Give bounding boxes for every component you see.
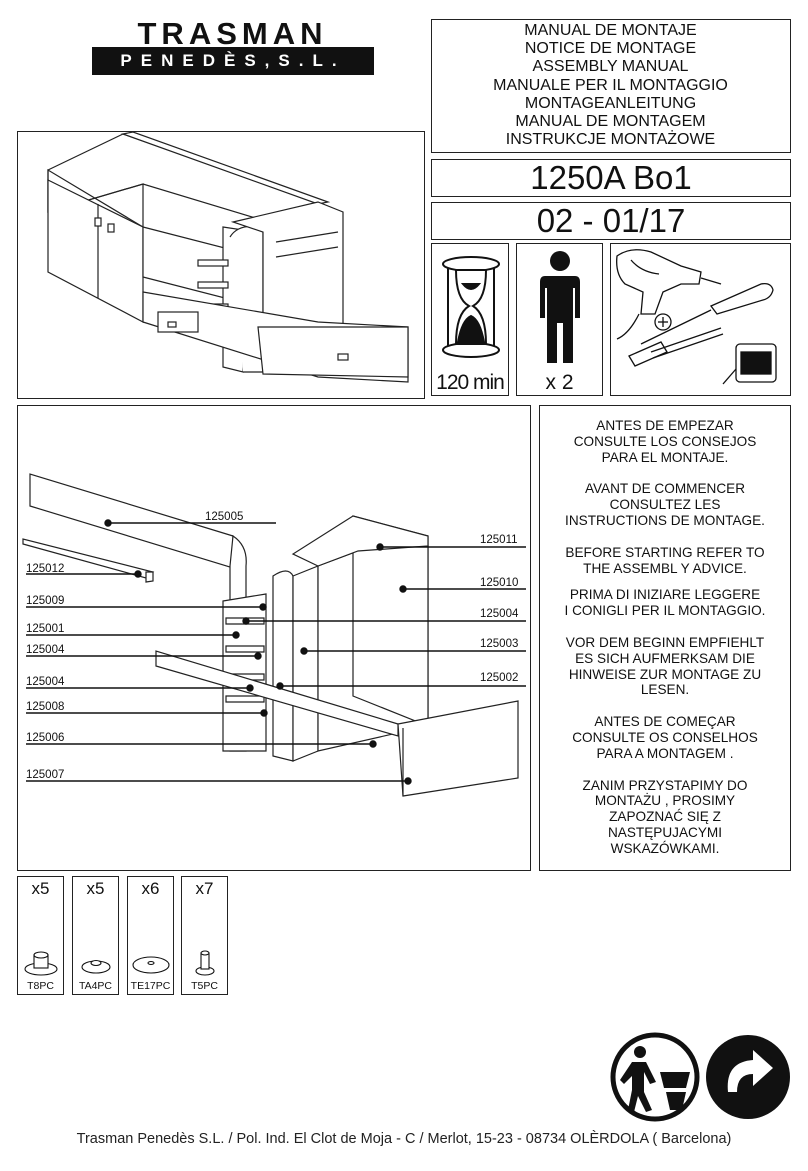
hardware-item: x5 T8PC bbox=[17, 876, 64, 995]
part-label: 125005 bbox=[205, 511, 243, 523]
hardware-item: x5 TA4PC bbox=[72, 876, 119, 995]
part-label: 125011 bbox=[480, 534, 518, 546]
part-label: 125004 bbox=[480, 608, 519, 620]
disc-cap-icon bbox=[132, 956, 170, 974]
note-pt: ANTES DE COMEÇAR CONSULTE OS CONSELHOS P… bbox=[572, 714, 758, 761]
hardware-quantity: x7 bbox=[195, 879, 214, 898]
part-label: 125008 bbox=[26, 701, 64, 713]
hardware-code: TA4PC bbox=[78, 980, 113, 992]
note-en: BEFORE STARTING REFER TO THE ASSEMBL Y A… bbox=[565, 544, 765, 576]
green-dot-icon bbox=[706, 1035, 790, 1119]
cap-icon bbox=[81, 959, 111, 974]
part-label: 125010 bbox=[480, 577, 518, 589]
part-label: 125001 bbox=[26, 623, 64, 635]
hardware-code: T8PC bbox=[27, 980, 54, 992]
parts-diagram-box: 125005 125012 125009 125001 125004 12500… bbox=[17, 405, 531, 871]
part-label: 125007 bbox=[26, 769, 64, 781]
note-de: VOR DEM BEGINN EMPFIEHLT ES SICH AUFMERK… bbox=[565, 634, 765, 698]
tools-box bbox=[610, 243, 791, 396]
company-address: Trasman Penedès S.L. / Pol. Ind. El Clot… bbox=[76, 1131, 732, 1147]
person-icon bbox=[540, 251, 580, 363]
manual-title: MONTAGEANLEITUNG bbox=[524, 94, 697, 112]
version-label: 02 - 01/17 bbox=[536, 202, 686, 239]
part-label: 125003 bbox=[480, 638, 518, 650]
persons-box: x 2 bbox=[516, 243, 603, 396]
cam-lock-icon bbox=[24, 951, 58, 976]
parts-exploded-diagram: 125005 125012 125009 125001 125004 12500… bbox=[22, 473, 526, 797]
manual-title: ASSEMBLY MANUAL bbox=[532, 58, 689, 76]
brand-name: TRASMAN bbox=[137, 16, 328, 51]
manual-titles-box: MANUAL DE MONTAJE NOTICE DE MONTAGE ASSE… bbox=[431, 19, 791, 153]
note-pl: ZANIM PRZYSTAPIMY DO MONTAŻU , PROSIMY Z… bbox=[582, 777, 748, 856]
manual-title: MANUAL DE MONTAJE bbox=[524, 22, 697, 39]
brand-subtitle: PENEDÈS,S.L. bbox=[92, 47, 374, 75]
part-label: 125009 bbox=[26, 595, 64, 607]
part-label: 125004 bbox=[26, 676, 65, 688]
part-label: 125004 bbox=[26, 644, 65, 656]
manual-title: NOTICE DE MONTAGE bbox=[524, 40, 697, 58]
hardware-code: TE17PC bbox=[130, 980, 171, 992]
manual-title: MANUALE PER IL MONTAGGIO bbox=[493, 76, 728, 94]
hardware-item: x6 TE17PC bbox=[127, 876, 174, 995]
note-it: PRIMA DI INIZIARE LEGGERE I CONIGLI PER … bbox=[564, 587, 766, 619]
model-number: 1250A Bo1 bbox=[530, 159, 692, 196]
hardware-quantity: x6 bbox=[141, 879, 160, 898]
person-count: x 2 bbox=[545, 371, 574, 394]
product-preview-box bbox=[17, 131, 425, 399]
tools-icon bbox=[616, 249, 777, 385]
version-box: 02 - 01/17 bbox=[431, 202, 791, 240]
part-label: 125002 bbox=[480, 672, 518, 684]
manual-title: MANUAL DE MONTAGEM bbox=[515, 113, 706, 131]
note-es: ANTES DE EMPEZAR CONSULTE LOS CONSEJOS P… bbox=[573, 418, 757, 465]
hourglass-icon bbox=[442, 256, 500, 358]
part-label: 125006 bbox=[26, 732, 64, 744]
hardware-item: x7 T5PC bbox=[181, 876, 228, 995]
assembly-time: 120 min bbox=[436, 371, 505, 394]
hardware-quantity: x5 bbox=[86, 879, 105, 898]
note-fr: AVANT DE COMMENCER CONSULTEZ LES INSTRUC… bbox=[565, 481, 765, 528]
hardware-code: T5PC bbox=[191, 980, 218, 992]
hardware-quantity: x5 bbox=[31, 879, 50, 898]
manual-titles: MANUAL DE MONTAJE NOTICE DE MONTAGE ASSE… bbox=[432, 22, 789, 153]
part-label: 125012 bbox=[26, 563, 64, 575]
recycling-bin-icon bbox=[610, 1032, 700, 1122]
manual-title: INSTRUKCJE MONTAŻOWE bbox=[505, 131, 716, 149]
assembled-bed-illustration bbox=[47, 132, 409, 383]
bolt-icon bbox=[195, 950, 215, 976]
instructions-notes-box: ANTES DE EMPEZAR CONSULTE LOS CONSEJOS P… bbox=[539, 405, 791, 871]
model-box: 1250A Bo1 bbox=[431, 159, 791, 197]
time-box: 120 min bbox=[431, 243, 509, 396]
